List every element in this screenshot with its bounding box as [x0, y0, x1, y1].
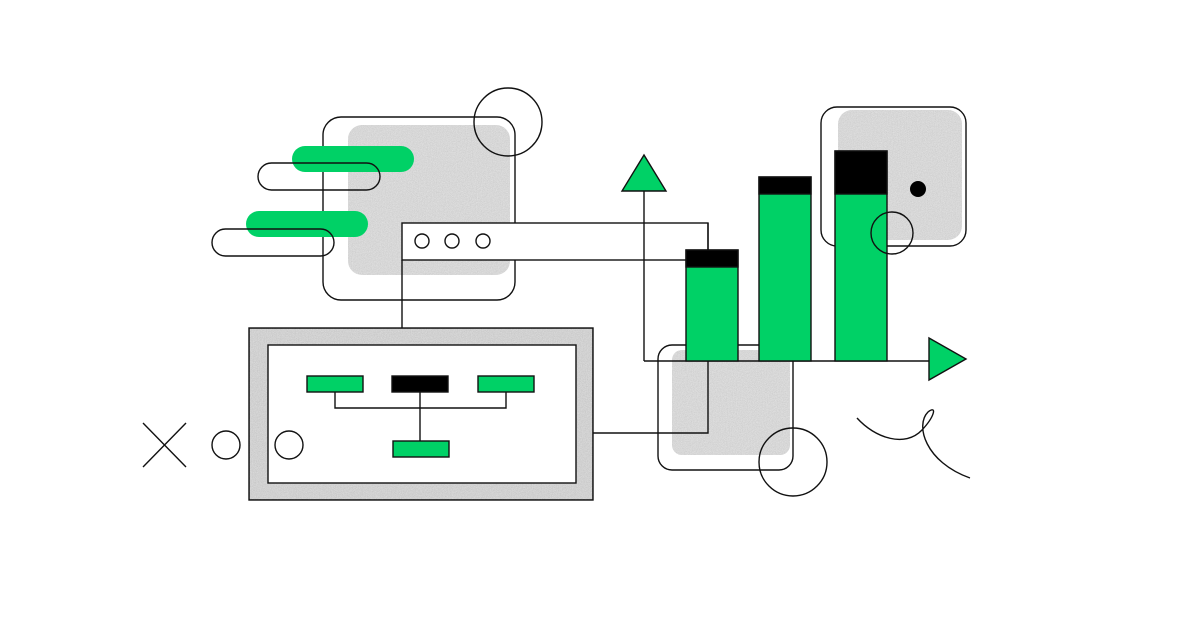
triangle-up-arrow-icon [620, 153, 668, 192]
bar-3-cap [834, 150, 888, 195]
green-pill [246, 211, 368, 237]
circle-icon [274, 430, 304, 460]
squiggle-line [856, 409, 971, 479]
bar-1 [685, 249, 739, 362]
triangle-right-arrow-icon [928, 336, 968, 382]
green-pill [292, 146, 414, 172]
window-dot-icon [414, 233, 430, 249]
close-x-icon [142, 422, 187, 468]
rounded-panel-outline [820, 106, 967, 247]
browser-window-bar [401, 222, 709, 261]
window-dot-icon [475, 233, 491, 249]
outline-pill [211, 228, 335, 257]
dot-icon [910, 181, 926, 197]
circle-icon [473, 87, 543, 157]
window-dot-icon [444, 233, 460, 249]
tree-node-root [391, 375, 449, 393]
bar-2 [758, 176, 812, 362]
diagram-frame-outline [248, 327, 594, 501]
circle-icon [870, 211, 914, 255]
tree-node [306, 375, 364, 393]
tree-node [477, 375, 535, 393]
bar-1-cap [685, 249, 739, 268]
outline-pill [257, 162, 381, 191]
circle-icon [758, 427, 828, 497]
bar-2-cap [758, 176, 812, 195]
texture-panel [672, 350, 790, 455]
rounded-panel-outline [322, 116, 516, 301]
circle-icon [211, 430, 241, 460]
diagram-canvas [267, 344, 577, 484]
tree-node [392, 440, 450, 458]
connector-line [593, 361, 709, 434]
